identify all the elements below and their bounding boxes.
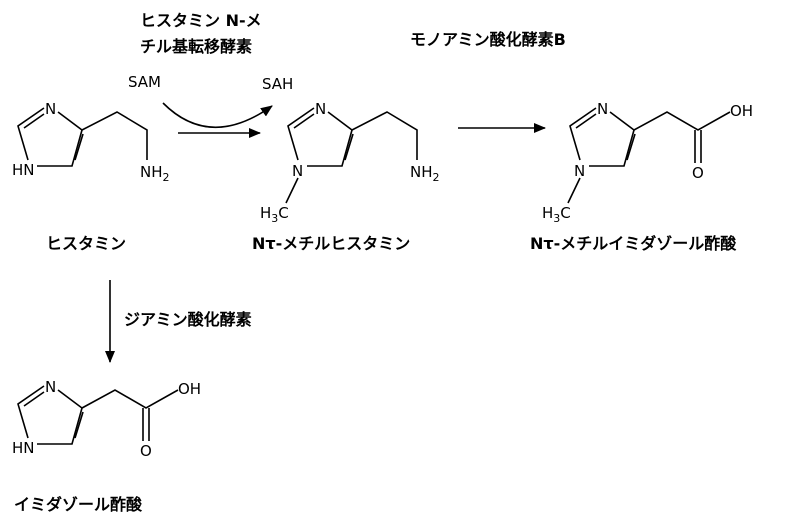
imidazoleacetic-structure: N HN OH O — [12, 378, 201, 460]
atom-hn: HN — [12, 161, 35, 179]
atom-n1: N — [574, 162, 585, 180]
methylhistamine-structure: N N H3C NH2 — [260, 100, 440, 225]
atom-n: N — [45, 378, 56, 396]
histamine-structure: N HN NH2 — [12, 100, 170, 184]
atom-h3c: H3C — [542, 204, 571, 225]
label-histamine: ヒスタミン — [46, 234, 126, 253]
atom-n: N — [315, 100, 326, 118]
atom-nh2: NH2 — [140, 163, 170, 184]
cofactor-curved-arrow — [162, 102, 273, 129]
cofactor-sam: SAM — [128, 73, 161, 91]
enzyme-maob: モノアミン酸化酵素B — [410, 30, 566, 49]
atom-oh: OH — [730, 102, 753, 120]
atom-n: N — [597, 100, 608, 118]
enzyme-dao: ジアミン酸化酵素 — [124, 310, 252, 329]
atom-hn: HN — [12, 439, 35, 457]
enzyme-hnmt-line1: ヒスタミン N-メ — [140, 11, 262, 30]
label-methylimidazoleacetic: Nτ-メチルイミダゾール酢酸 — [530, 234, 737, 253]
atom-o: O — [140, 442, 152, 460]
atom-n1: N — [292, 162, 303, 180]
atom-h3c: H3C — [260, 204, 289, 225]
cofactor-sah: SAH — [262, 75, 293, 93]
label-imidazoleacetic: イミダゾール酢酸 — [14, 495, 143, 514]
atom-n: N — [45, 100, 56, 118]
enzyme-hnmt-line2: チル基転移酵素 — [140, 37, 252, 56]
methylimidazoleacetic-structure: N N H3C OH O — [542, 100, 753, 225]
label-methylhistamine: Nτ-メチルヒスタミン — [252, 234, 410, 253]
atom-nh2: NH2 — [410, 163, 440, 184]
atom-oh: OH — [178, 380, 201, 398]
atom-o: O — [692, 164, 704, 182]
